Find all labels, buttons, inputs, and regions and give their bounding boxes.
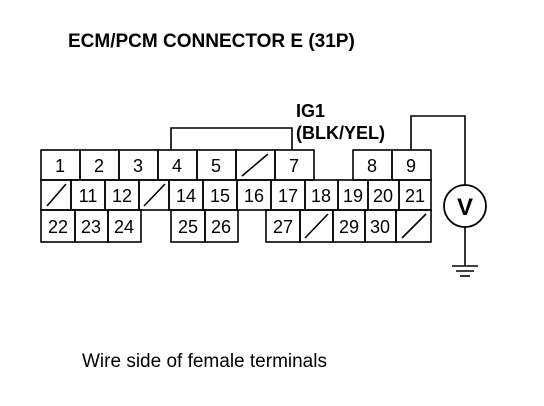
probe-label-ig1: IG1 <box>296 101 325 121</box>
ground-icon <box>452 227 478 277</box>
pin-label: 26 <box>211 217 231 237</box>
pin-label: 25 <box>178 217 198 237</box>
probe-label-wire-color: (BLK/YEL) <box>296 123 385 143</box>
pin-label: 23 <box>81 217 101 237</box>
pin-label: 7 <box>289 156 299 176</box>
pin-label: 3 <box>133 156 143 176</box>
pin-label: 20 <box>373 186 393 206</box>
pin-labels: 1 2 3 4 5 7 8 9 11 12 14 15 16 17 18 19 … <box>48 156 425 237</box>
pin-label: 22 <box>48 217 68 237</box>
pin-cell-31-empty <box>395 209 432 243</box>
probe-wire <box>410 115 466 185</box>
pin-label: 19 <box>343 186 363 206</box>
pin-cell-6-slash <box>241 153 269 177</box>
pin-label: 27 <box>273 217 293 237</box>
pin-label: 16 <box>244 186 264 206</box>
pin-label: 1 <box>55 156 65 176</box>
pin-cell-31-slash <box>401 213 427 239</box>
pin-cell-24 <box>107 209 142 243</box>
pin-label: 2 <box>94 156 104 176</box>
pin-label: 24 <box>114 217 134 237</box>
pin-label: 8 <box>367 156 377 176</box>
pin-label: 5 <box>211 156 221 176</box>
connector-row-3 <box>40 209 432 243</box>
connector-housing <box>40 127 432 243</box>
pin-cell-10-slash <box>46 183 67 207</box>
pin-label: 18 <box>311 186 331 206</box>
pin-label: 12 <box>112 186 132 206</box>
pin-label: 9 <box>406 156 416 176</box>
voltmeter-icon: V <box>443 184 487 228</box>
pin-cell-26 <box>204 209 239 243</box>
voltmeter-symbol: V <box>457 194 473 221</box>
pin-cell-13-slash <box>143 183 166 207</box>
pin-label: 4 <box>172 156 182 176</box>
pin-label: 14 <box>176 186 196 206</box>
diagram-title: ECM/PCM CONNECTOR E (31P) <box>68 31 355 52</box>
pin-label: 21 <box>405 186 425 206</box>
pin-label: 17 <box>278 186 298 206</box>
pin-label: 30 <box>370 217 390 237</box>
connector-lock-tab <box>170 127 293 150</box>
diagram-caption: Wire side of female terminals <box>82 351 327 372</box>
pin-label: 11 <box>79 186 98 206</box>
pin-cell-28-slash <box>304 213 329 239</box>
pin-label: 15 <box>210 186 230 206</box>
pin-label: 29 <box>339 217 359 237</box>
